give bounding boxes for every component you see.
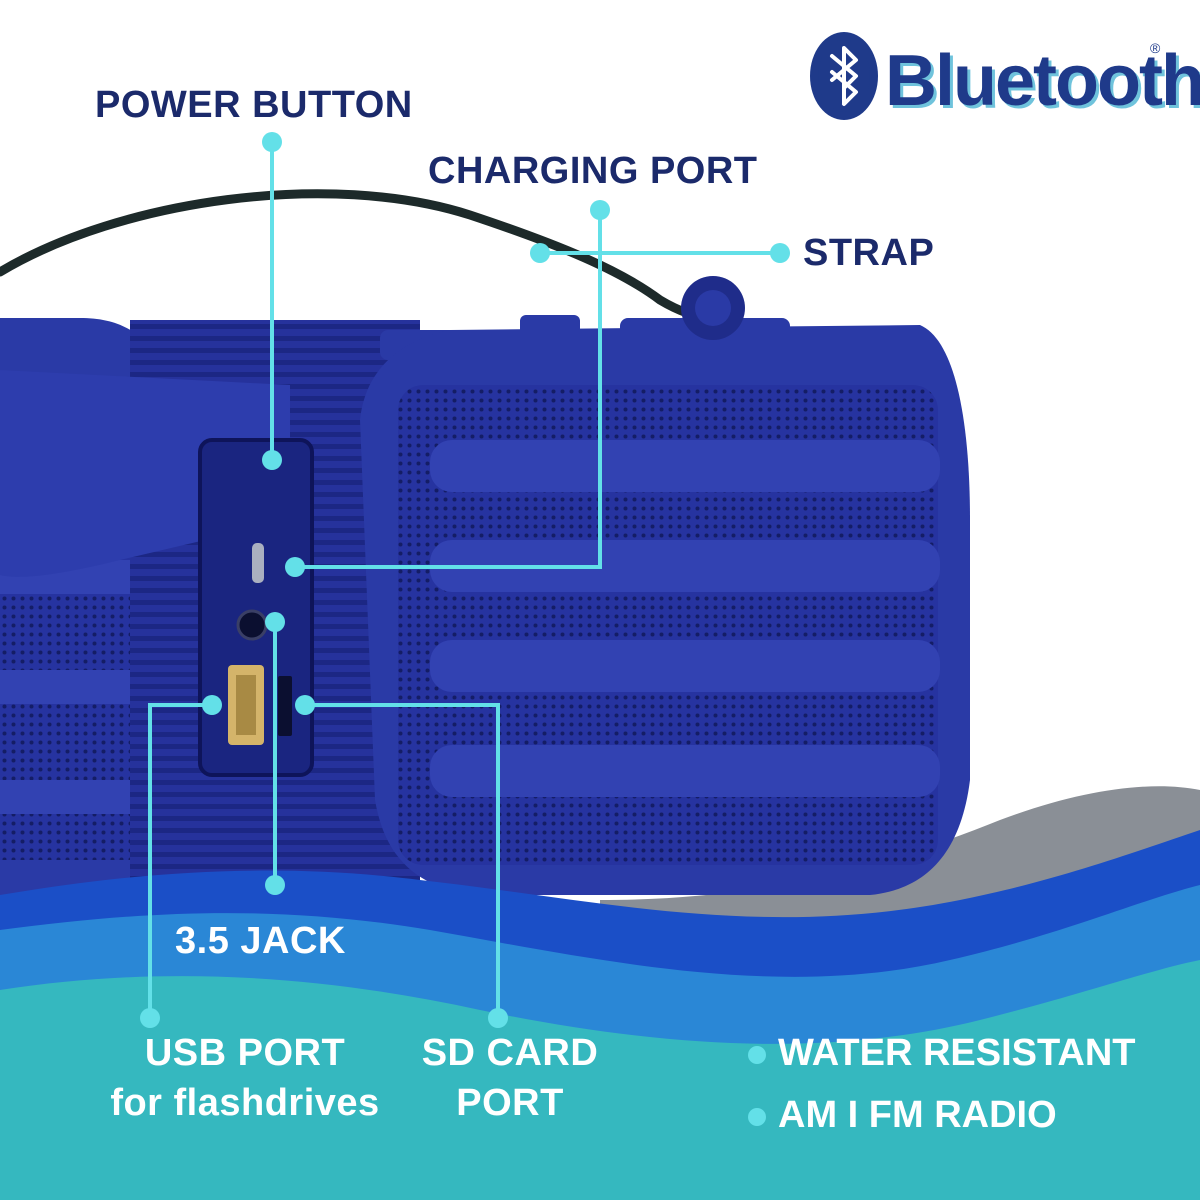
speaker-right-bar xyxy=(430,640,940,692)
label-usb-port: USB PORT for flashdrives xyxy=(105,1028,385,1128)
label-charging-port: CHARGING PORT xyxy=(428,150,758,192)
callout-line-sd xyxy=(305,703,500,1018)
feature-item: WATER RESISTANT xyxy=(748,1032,1135,1075)
callout-dot-usb-bottom xyxy=(140,1008,160,1028)
dot-bullet-icon xyxy=(748,1045,766,1064)
callout-dots xyxy=(140,132,790,1028)
label-sd-card-line2: PORT xyxy=(456,1082,564,1124)
feature-label: AM I FM RADIO xyxy=(778,1094,1057,1136)
speaker-left-bar xyxy=(0,780,150,814)
callout-lines xyxy=(148,142,780,1018)
bluetooth-logo-icon xyxy=(810,32,878,120)
callout-line-charging xyxy=(295,210,602,569)
label-sd-card-line1: SD CARD xyxy=(421,1032,599,1074)
label-power-button: POWER BUTTON xyxy=(95,84,413,126)
strap-cable xyxy=(0,189,720,325)
callout-dot-power-bottom xyxy=(262,450,282,470)
callout-line-usb xyxy=(148,703,212,1018)
callout-dot-strap-left xyxy=(530,243,550,263)
dot-bullet-icon xyxy=(748,1107,766,1126)
callout-dot-charging-end xyxy=(285,557,305,577)
label-usb-port-line1: USB PORT xyxy=(144,1032,346,1074)
speaker-left-bar xyxy=(0,670,150,704)
callout-dot-sd-bottom xyxy=(488,1008,508,1028)
callout-dot-strap-right xyxy=(770,243,790,263)
feature-label: WATER RESISTANT xyxy=(778,1032,1136,1074)
brand-wordmark: Bluetooth xyxy=(885,41,1200,121)
callout-dot-power-top xyxy=(262,132,282,152)
callout-dot-sd-top xyxy=(295,695,315,715)
callout-dot-jack-bottom xyxy=(265,875,285,895)
speaker-right-bar xyxy=(430,540,940,592)
feature-item: AM I FM RADIO xyxy=(748,1094,1057,1137)
speaker-right-bar xyxy=(430,745,940,797)
label-jack: 3.5 JACK xyxy=(175,920,346,962)
callout-dot-charging-top xyxy=(590,200,610,220)
label-strap: STRAP xyxy=(803,232,935,274)
callout-dot-jack-top xyxy=(265,612,285,632)
label-sd-card: SD CARD PORT xyxy=(410,1028,610,1128)
registered-mark: ® xyxy=(1150,40,1161,56)
wave-teal xyxy=(0,960,1200,1200)
label-usb-port-line2: for flashdrives xyxy=(110,1082,380,1124)
callout-dot-usb-top xyxy=(202,695,222,715)
speaker-right-bar xyxy=(430,440,940,492)
